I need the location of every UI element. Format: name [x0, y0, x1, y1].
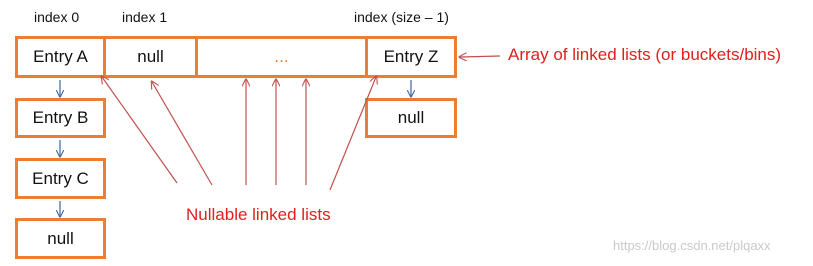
nullable-arrow-entry-z — [329, 77, 376, 191]
index-last-label: index (size – 1) — [354, 9, 449, 25]
nullable-arrow-null-cell — [152, 82, 213, 186]
array-annotation: Array of linked lists (or buckets/bins) — [508, 45, 782, 64]
array-annotation-arrow — [460, 56, 501, 57]
chain-entry-b: Entry B — [15, 98, 106, 138]
index-1-label: index 1 — [122, 9, 168, 25]
chain-entry-c: Entry C — [15, 158, 106, 199]
nullable-arrow-entry-a — [102, 77, 178, 184]
index-0-label: index 0 — [34, 9, 80, 25]
array-cell-entry-z: Entry Z — [365, 36, 457, 78]
chain-a-null: null — [15, 218, 106, 259]
chain-z-null: null — [365, 98, 457, 138]
array-cell-entry-a: Entry A — [15, 36, 106, 78]
watermark: https://blog.csdn.net/plqaxx — [613, 238, 771, 253]
array-cell-ellipsis: ... — [195, 36, 368, 78]
nullable-annotation: Nullable linked lists — [186, 205, 331, 224]
array-cell-null: null — [103, 36, 198, 78]
